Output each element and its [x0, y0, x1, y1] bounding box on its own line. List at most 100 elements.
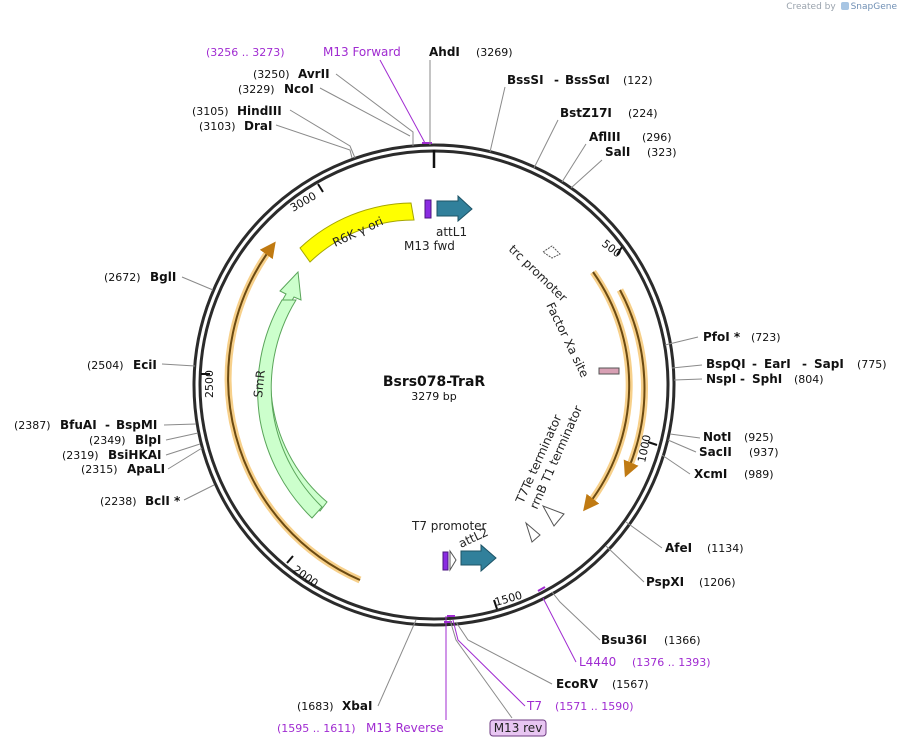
l4440-range: (1376 .. 1393) — [632, 656, 711, 669]
lead-xbai — [377, 619, 417, 707]
sapi-label[interactable]: SapI — [814, 357, 844, 371]
orange-arc-right2 — [619, 289, 646, 478]
m13-fwd-label: M13 fwd — [404, 239, 455, 253]
lead-bsihkai — [165, 443, 201, 456]
bcli-label[interactable]: BclI * — [145, 494, 181, 508]
sacii-label[interactable]: SacII — [699, 445, 732, 459]
ncoi-pos: (3229) — [238, 83, 275, 96]
lead-sali — [570, 159, 603, 189]
m13-fwd-feature[interactable] — [424, 199, 432, 219]
nspi-label[interactable]: NspI — [706, 372, 736, 386]
lead-bcli — [183, 484, 215, 501]
r6k-ori-feature[interactable] — [299, 202, 415, 263]
t7-promoter-feature[interactable] — [442, 551, 449, 571]
ecii-label[interactable]: EciI — [133, 358, 157, 372]
lead-ecorv — [455, 621, 553, 685]
sali-label[interactable]: SalI — [605, 145, 630, 159]
bsu36i-pos: (1366) — [664, 634, 701, 647]
noti-label[interactable]: NotI — [703, 430, 732, 444]
ahdi-label[interactable]: AhdI — [429, 45, 460, 59]
tick-3000: 3000 — [288, 189, 319, 214]
bfuai-dash: - — [105, 418, 110, 432]
hindiii-label[interactable]: HindIII — [237, 104, 282, 118]
afei-label[interactable]: AfeI — [665, 541, 692, 555]
credit-brand: SnapGene — [850, 2, 897, 12]
noti-pos: (925) — [744, 431, 774, 444]
tick-500-mark — [616, 246, 623, 256]
orange-arc-right-glow — [585, 269, 633, 508]
hindiii-pos: (3105) — [192, 105, 229, 118]
rrnb-terminator-feature[interactable] — [524, 521, 541, 543]
bsssi-label[interactable]: BssSI — [507, 73, 544, 87]
lead-noti — [669, 433, 701, 439]
afei-pos: (1134) — [707, 542, 744, 555]
bsihkai-label[interactable]: BsiHKAI — [108, 448, 162, 462]
lead-avrii — [335, 73, 414, 146]
pspxi-label[interactable]: PspXI — [646, 575, 684, 589]
backbone-outer — [192, 143, 676, 627]
ncoi-label[interactable]: NcoI — [284, 82, 314, 96]
bspmi-label[interactable]: BspMI — [116, 418, 157, 432]
attl1-feature[interactable] — [436, 194, 473, 223]
lead-afei — [625, 521, 663, 549]
blpi-pos: (2349) — [89, 434, 126, 447]
t7-range: (1571 .. 1590) — [555, 700, 634, 713]
sacii-pos: (937) — [749, 446, 779, 459]
l4440-label[interactable]: L4440 — [579, 655, 616, 669]
sali-pos: (323) — [647, 146, 677, 159]
bspqi-label[interactable]: BspQI — [706, 357, 746, 371]
attl1-label: attL1 — [436, 225, 467, 239]
orange-arc-left — [227, 241, 361, 581]
lead-ecii — [161, 363, 196, 367]
t7-label[interactable]: T7 — [526, 699, 542, 713]
apali-pos: (2315) — [81, 463, 118, 476]
bcli-pos: (2238) — [100, 495, 137, 508]
trc-promoter-feature[interactable] — [542, 245, 561, 259]
tick-1500-mark — [493, 599, 498, 610]
m13-rev-box[interactable] — [489, 719, 547, 737]
xbai-pos: (1683) — [297, 700, 334, 713]
avrii-label[interactable]: AvrII — [298, 67, 330, 81]
lead-blpi — [165, 432, 199, 441]
blpi-label[interactable]: BlpI — [135, 433, 161, 447]
bgli-label[interactable]: BglI — [150, 270, 176, 284]
ecorv-label[interactable]: EcoRV — [556, 677, 599, 691]
bgli-pos: (2672) — [104, 271, 141, 284]
xcmi-pos: (989) — [744, 468, 774, 481]
bfuai-label[interactable]: BfuAI — [60, 418, 97, 432]
xbai-label[interactable]: XbaI — [342, 699, 372, 713]
attl2-feature[interactable] — [460, 543, 497, 573]
factor-xa-feature[interactable] — [598, 367, 620, 375]
bspqi-pos: (775) — [857, 358, 887, 371]
drai-label[interactable]: DraI — [244, 119, 272, 133]
lead-t7 — [452, 619, 526, 707]
m13-forward-range: (3256 .. 3273) — [206, 46, 285, 59]
tick-2500: 2500 — [203, 370, 216, 398]
sphi-label[interactable]: SphI — [752, 372, 782, 386]
smr-body[interactable] — [257, 299, 323, 519]
m13-forward-label[interactable]: M13 Forward — [323, 45, 401, 59]
lead-m13rev — [449, 619, 513, 719]
afliii-pos: (296) — [642, 131, 672, 144]
tick-2000-mark — [286, 555, 294, 564]
bssaai-label[interactable]: BssSαI — [565, 73, 610, 87]
xcmi-label[interactable]: XcmI — [694, 467, 727, 481]
t7-promoter-arrow[interactable] — [449, 549, 457, 572]
avrii-pos: (3250) — [253, 68, 290, 81]
bstz17i-label[interactable]: BstZ17I — [560, 106, 612, 120]
bsu36i-label[interactable]: Bsu36I — [601, 633, 647, 647]
lead-bsssi — [489, 86, 506, 153]
m13-reverse-label[interactable]: M13 Reverse — [366, 721, 444, 735]
lead-drai — [275, 124, 353, 159]
lead-bgli — [181, 276, 214, 291]
trc-promoter-label: trc promoter — [506, 242, 570, 305]
snapgene-logo-icon — [840, 2, 849, 10]
m13-rev-label[interactable]: M13 rev — [494, 721, 543, 735]
afliii-label[interactable]: AflIII — [589, 130, 621, 144]
t7te-terminator-feature[interactable] — [541, 505, 565, 527]
apali-label[interactable]: ApaLI — [127, 462, 165, 476]
eari-label[interactable]: EarI — [764, 357, 791, 371]
pfoi-label[interactable]: PfoI * — [703, 330, 741, 344]
lead-sacii — [667, 439, 697, 453]
